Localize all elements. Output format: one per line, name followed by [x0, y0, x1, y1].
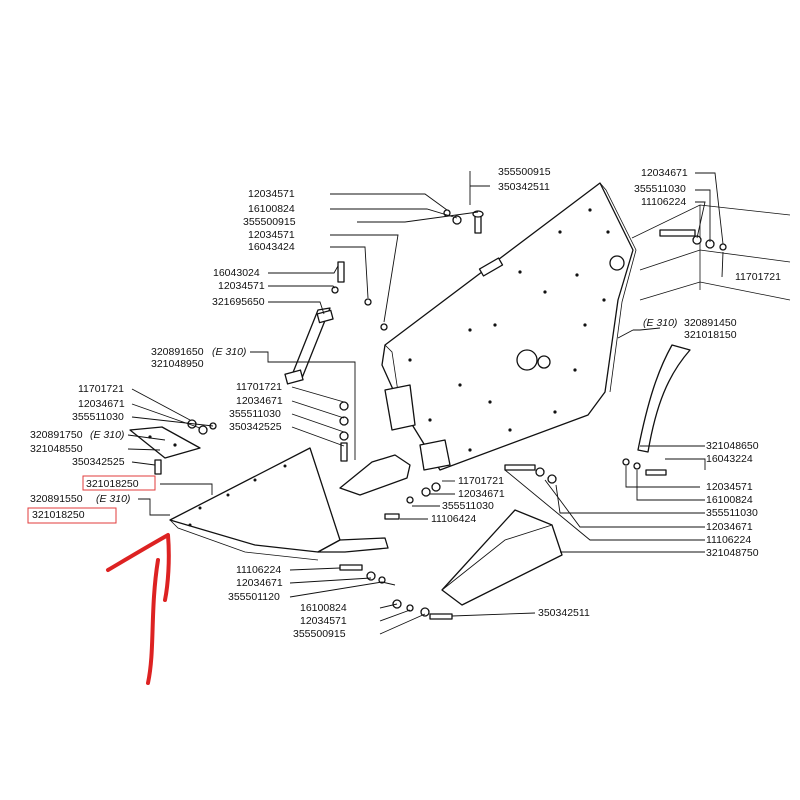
label-16043424: 16043424	[248, 241, 295, 253]
label-350342525: 350342525	[229, 421, 282, 433]
center-gusset	[339, 454, 411, 496]
red-arrow-annotation	[106, 533, 171, 685]
label-321695650: 321695650	[212, 296, 265, 308]
label-12034571: 12034571	[300, 615, 347, 627]
chute-channel	[441, 509, 563, 606]
label-321018250-highlighted: 321018250	[86, 478, 139, 490]
label-12034671: 12034671	[641, 167, 688, 179]
small-plate	[129, 426, 201, 459]
leader-lines	[127, 171, 724, 635]
label-12034671: 12034671	[236, 577, 283, 589]
label-12034671: 12034671	[706, 521, 753, 533]
label-320891650: 320891650	[151, 346, 204, 358]
label-12034571: 12034571	[218, 280, 265, 292]
label-11106224: 11106224	[641, 196, 686, 208]
large-side-panel	[381, 182, 637, 471]
label-321048750: 321048750	[706, 547, 759, 559]
highlight-box	[82, 475, 156, 491]
label-355500915-top: 355500915	[498, 166, 551, 178]
label-320891750: 320891750	[30, 429, 83, 441]
hardware-symbols	[154, 209, 727, 620]
label-321018150: 321018150	[684, 329, 737, 341]
label-355511030: 355511030	[706, 507, 758, 519]
highlight-box	[27, 507, 117, 524]
label-320891450: 320891450	[684, 317, 737, 329]
label-11701721: 11701721	[78, 383, 124, 395]
label-355500915: 355500915	[293, 628, 346, 640]
label-11701721: 11701721	[735, 271, 781, 283]
label-355511030: 355511030	[442, 500, 494, 512]
label-11701721: 11701721	[458, 475, 504, 487]
label-355511030: 355511030	[72, 411, 124, 423]
label-16043024: 16043024	[213, 267, 260, 279]
label-321048950: 321048950	[151, 358, 204, 370]
background-frame	[631, 204, 791, 301]
label-350342525: 350342525	[72, 456, 125, 468]
label-11106424: 11106424	[431, 513, 476, 525]
label-320891550: 320891550	[30, 493, 83, 505]
front-deflector-panel	[169, 447, 389, 561]
label-11106224: 11106224	[706, 534, 751, 546]
label-355501120: 355501120	[228, 591, 280, 603]
label-321048650: 321048650	[706, 440, 759, 452]
label-16100824: 16100824	[706, 494, 753, 506]
label-16043224: 16043224	[706, 453, 753, 465]
label-e310: (E 310)	[90, 429, 124, 441]
label-12034671: 12034671	[78, 398, 125, 410]
label-321018250-highlighted: 321018250	[32, 509, 85, 521]
label-355500915: 355500915	[243, 216, 296, 228]
label-e310: (E 310)	[643, 317, 677, 329]
label-12034571: 12034571	[248, 188, 295, 200]
label-16100824: 16100824	[300, 602, 347, 614]
label-355511030: 355511030	[229, 408, 281, 420]
link-arm	[284, 307, 334, 385]
part-labels: 355500915 350342511 12034571 16100824 35…	[30, 166, 781, 640]
label-e310: (E 310)	[212, 346, 246, 358]
label-350342511: 350342511	[538, 607, 590, 619]
label-e310: (E 310)	[96, 493, 130, 505]
label-11701721: 11701721	[236, 381, 282, 393]
label-12034671: 12034671	[236, 395, 283, 407]
label-350342511-top: 350342511	[498, 181, 550, 193]
label-355511030: 355511030	[634, 183, 686, 195]
label-321048550: 321048550	[30, 443, 83, 455]
label-11106224: 11106224	[236, 564, 281, 576]
label-16100824: 16100824	[248, 203, 295, 215]
label-12034671: 12034671	[458, 488, 505, 500]
label-12034571: 12034571	[706, 481, 753, 493]
curved-strip	[637, 344, 691, 453]
label-12034571: 12034571	[248, 229, 295, 241]
